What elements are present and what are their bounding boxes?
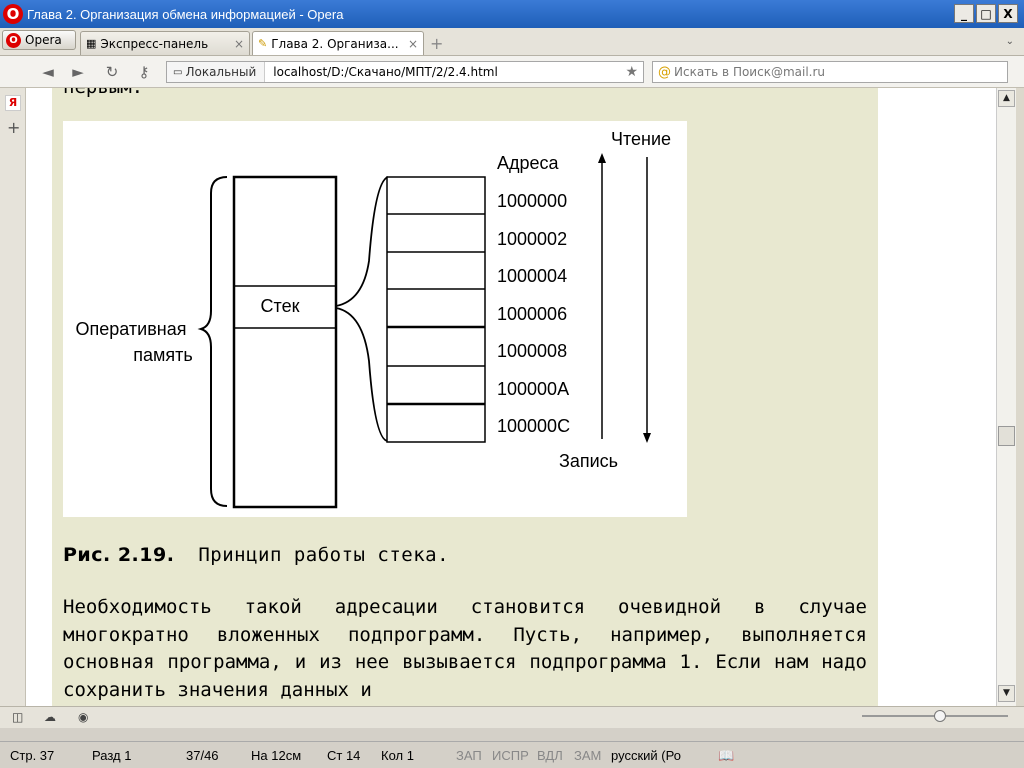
tab-list-chevron-icon[interactable]: ⌄	[1005, 36, 1014, 47]
word-status-bar: Стр. 37 Разд 1 37/46 На 12см Ст 14 Кол 1…	[0, 744, 1024, 768]
ram-column	[232, 175, 338, 509]
yandex-icon[interactable]: Я	[5, 95, 21, 111]
caption-text: Принцип работы стека.	[198, 544, 450, 566]
ram-brace	[197, 176, 228, 507]
write-label: Запись	[559, 451, 618, 471]
browser-status-bar: ◫ ☁ ◉	[0, 706, 1024, 728]
tab-current-page[interactable]: ✎ Глава 2. Организа... ×	[252, 31, 424, 55]
status-rec[interactable]: ЗАП	[456, 748, 482, 763]
scroll-thumb[interactable]	[998, 426, 1015, 446]
search-engine-icon[interactable]: @	[658, 64, 671, 80]
status-column: Кол 1	[381, 748, 414, 763]
side-panel: Я +	[0, 88, 26, 706]
tab-label: Экспресс-панель	[100, 36, 209, 51]
address-0: 1000000	[497, 191, 567, 211]
minimize-button[interactable]: _	[954, 4, 974, 23]
bookmark-star-icon[interactable]: ★	[625, 64, 638, 80]
speed-dial-icon[interactable]: ◉	[78, 710, 89, 724]
status-pages: 37/46	[186, 748, 219, 763]
cloud-icon[interactable]: ☁	[44, 710, 56, 724]
stack-figure: Стек Оперативная память Адреса	[63, 121, 687, 517]
read-label: Чтение	[611, 129, 671, 149]
stack-label: Стек	[261, 296, 300, 316]
stack-connector-bottom	[335, 307, 389, 442]
address-3: 1000006	[497, 304, 567, 324]
word-window-background: Стр. 37 Разд 1 37/46 На 12см Ст 14 Кол 1…	[0, 728, 1024, 768]
security-badge[interactable]: ▭ Локальный	[167, 62, 266, 82]
maximize-button[interactable]: □	[976, 4, 996, 23]
opera-menu-label: Opera	[25, 33, 62, 47]
new-tab-button[interactable]: +	[430, 34, 444, 53]
tab-close-icon[interactable]: ×	[407, 36, 418, 51]
figure-caption: Рис. 2.19. Принцип работы стека.	[63, 544, 449, 566]
status-section: Разд 1	[92, 748, 132, 763]
status-line: Ст 14	[327, 748, 361, 763]
status-language[interactable]: русский (Ро	[611, 748, 681, 763]
address-1: 1000002	[497, 229, 567, 249]
body-paragraph: Необходимость такой адресации становится…	[63, 596, 867, 701]
page-viewport: первым. Стек Оперативная память	[26, 88, 996, 706]
panel-toggle-icon[interactable]: ◫	[12, 710, 24, 724]
status-ext[interactable]: ВДЛ	[537, 748, 563, 763]
stack-connector-top	[335, 176, 389, 307]
addresses-header: Адреса	[497, 153, 560, 173]
down-arrow-icon	[643, 433, 651, 443]
memory-cell-block	[386, 176, 486, 443]
address-5: 100000A	[497, 379, 569, 399]
zoom-slider-handle[interactable]	[934, 710, 946, 722]
forward-button[interactable]: ►	[72, 63, 84, 81]
vertical-scrollbar[interactable]: ▲ ▼	[996, 88, 1016, 706]
window-title: Глава 2. Организация обмена информацией …	[27, 6, 344, 22]
page-icon: ✎	[258, 37, 268, 50]
tab-label: Глава 2. Организа...	[271, 36, 399, 51]
search-field[interactable]: @ Искать в Поиск@mail.ru	[652, 61, 1008, 83]
word-toolbar-strip	[0, 728, 1024, 742]
address-6: 100000C	[497, 416, 570, 436]
stack-diagram: Стек Оперативная память Адреса	[76, 129, 671, 509]
url-text[interactable]: localhost/D:/Скачано/МПТ/2/2.4.html	[273, 65, 498, 79]
ram-label-line2: память	[133, 345, 193, 365]
address-2: 1000004	[497, 266, 567, 286]
tab-express-panel[interactable]: ▦ Экспресс-панель ×	[80, 31, 250, 55]
up-arrow-icon	[598, 153, 606, 163]
grid-icon: ▦	[86, 37, 97, 50]
add-panel-button[interactable]: +	[7, 118, 21, 137]
computer-icon: ▭	[173, 66, 183, 78]
status-ovr[interactable]: ЗАМ	[574, 748, 602, 763]
opera-icon: O	[6, 32, 21, 48]
window-titlebar: O Глава 2. Организация обмена информацие…	[0, 0, 1024, 28]
scroll-up-button[interactable]: ▲	[998, 90, 1015, 107]
address-4: 1000008	[497, 341, 567, 361]
status-position: На 12см	[251, 748, 302, 763]
spelling-book-icon[interactable]: 📖	[718, 748, 735, 763]
close-button[interactable]: X	[998, 4, 1018, 23]
security-label: Локальный	[185, 65, 257, 79]
previous-text: первым.	[63, 88, 143, 98]
caption-number: Рис. 2.19.	[63, 544, 175, 566]
address-bar[interactable]: ▭ Локальный localhost/D:/Скачано/МПТ/2/2…	[166, 61, 644, 83]
ram-label-line1: Оперативная	[76, 319, 187, 339]
scroll-down-button[interactable]: ▼	[998, 685, 1015, 702]
status-trk[interactable]: ИСПР	[492, 748, 529, 763]
navigation-bar: ◄ ► ↻ ⚷ ▭ Локальный localhost/D:/Скачано…	[0, 56, 1024, 88]
tab-close-icon[interactable]: ×	[233, 36, 244, 51]
status-page: Стр. 37	[10, 748, 55, 763]
page-content: первым. Стек Оперативная память	[52, 88, 878, 706]
opera-logo-icon: O	[3, 4, 23, 24]
key-icon[interactable]: ⚷	[138, 63, 150, 81]
opera-menu-button[interactable]: O Opera	[2, 30, 76, 50]
memory-cells	[386, 176, 486, 443]
search-placeholder: Искать в Поиск@mail.ru	[674, 65, 826, 79]
reload-button[interactable]: ↻	[105, 63, 119, 81]
back-button[interactable]: ◄	[42, 63, 54, 81]
